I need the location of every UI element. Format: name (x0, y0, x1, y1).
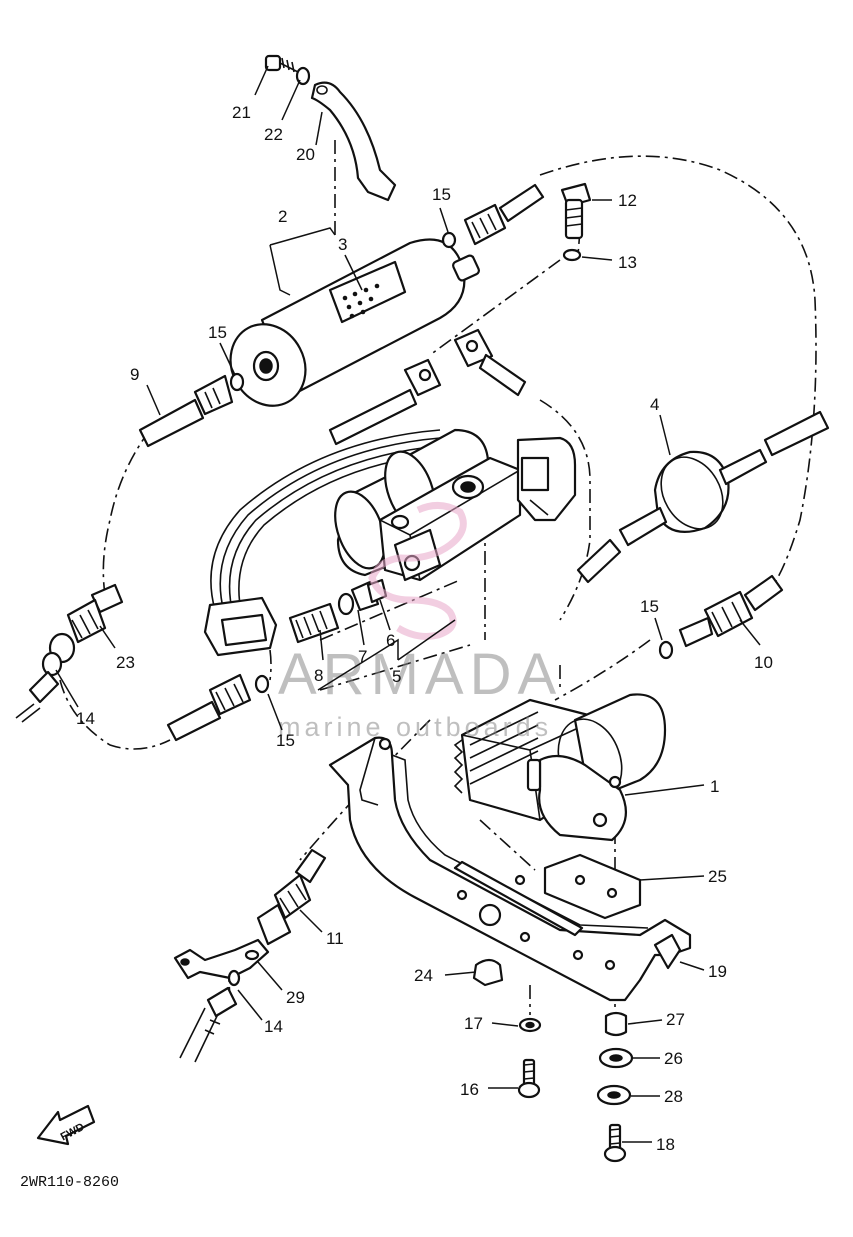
callout-15-lower: 15 (276, 731, 295, 750)
mounting-plate-part (543, 853, 642, 920)
drawing-code: 2WR110-8260 (20, 1174, 119, 1191)
main-bracket-part (328, 736, 692, 1002)
watermark-brand: ARMADA (278, 642, 562, 707)
callout-labels: 21 22 20 2 3 15 12 13 15 9 4 23 14 8 7 6… (76, 103, 773, 1154)
callout-24: 24 (414, 966, 433, 985)
callout-11: 11 (326, 929, 344, 948)
valve-block-assembly (203, 428, 577, 657)
callout-29: 29 (286, 988, 305, 1007)
inline-filter-part (576, 410, 830, 584)
callout-28: 28 (664, 1087, 683, 1106)
callout-16: 16 (460, 1080, 479, 1099)
callout-9: 9 (130, 365, 139, 384)
callout-25: 25 (708, 867, 727, 886)
callout-23: 23 (116, 653, 135, 672)
callout-27: 27 (666, 1010, 685, 1029)
callout-15-upper: 15 (432, 185, 451, 204)
callout-6: 6 (386, 631, 395, 650)
small-bracket-29-part (173, 938, 270, 1063)
lower-left-fitting (166, 673, 270, 742)
upper-fittings (138, 183, 545, 448)
callout-22: 22 (264, 125, 283, 144)
callout-17: 17 (464, 1014, 483, 1033)
watermark-logo-mark (368, 502, 467, 640)
callout-10: 10 (754, 653, 773, 672)
callout-18: 18 (656, 1135, 675, 1154)
callout-20: 20 (296, 145, 315, 164)
watermark: ARMADA marine outboards (278, 502, 562, 742)
callout-5: 5 (392, 667, 401, 686)
fitting-11-part (256, 848, 327, 946)
forward-direction-arrow: FWD (36, 1104, 96, 1146)
label-plate-dots (342, 283, 380, 319)
hardware-parts (472, 958, 634, 1163)
callout-15-right: 15 (640, 597, 659, 616)
callout-2: 2 (278, 207, 287, 226)
left-fittings (15, 583, 124, 723)
callout-21: 21 (232, 103, 251, 122)
callout-26: 26 (664, 1049, 683, 1068)
leader-lines (55, 65, 761, 1143)
callout-19: 19 (708, 962, 727, 981)
banjo-bolt-part (560, 182, 592, 262)
watermark-tagline: marine outboards (278, 712, 552, 742)
callout-13: 13 (618, 253, 637, 272)
callout-14-left: 14 (76, 709, 95, 728)
callout-7: 7 (358, 647, 367, 666)
callout-4: 4 (650, 395, 659, 414)
callout-12: 12 (618, 191, 637, 210)
callout-8: 8 (314, 666, 323, 685)
callout-3: 3 (338, 235, 347, 254)
pump-motor-part (453, 693, 667, 842)
small-valve-parts (288, 578, 388, 644)
clamp-bracket-part (264, 54, 397, 202)
callout-14-lower: 14 (264, 1017, 283, 1036)
callout-15-left: 15 (208, 323, 227, 342)
filter-canister-part (229, 238, 480, 407)
right-fitting-part (658, 574, 784, 660)
callout-1: 1 (710, 777, 719, 796)
